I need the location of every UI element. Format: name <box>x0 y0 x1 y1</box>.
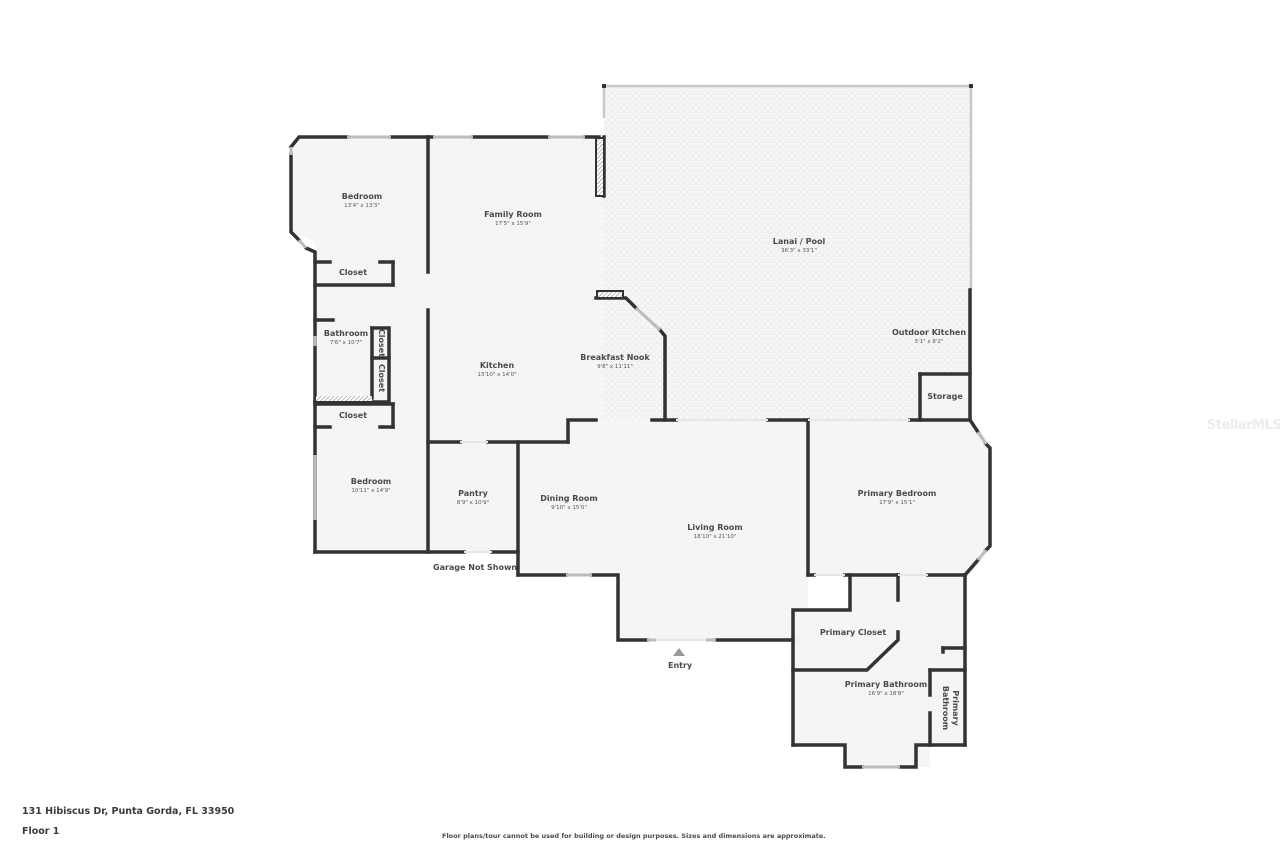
room-name: Storage <box>927 392 963 401</box>
room-name: Closet <box>377 363 386 393</box>
watermark-logo: StellarMLS <box>1207 418 1280 433</box>
room-primary-closet: Primary Closet <box>820 628 886 638</box>
room-dimensions: 7'6" x 10'7" <box>329 340 363 346</box>
room-dimensions: 13'10" x 14'0" <box>477 372 517 378</box>
room-name: Breakfast Nook <box>580 353 650 362</box>
room-name: Closet <box>338 268 368 277</box>
room-dimensions: 5'1" x 8'2" <box>914 339 944 345</box>
room-name: Closet <box>377 328 386 358</box>
garage-not-shown-note: Garage Not Shown <box>433 563 518 572</box>
room-living-room: Living Room 18'10" x 21'10" <box>687 523 743 541</box>
room-name: Primary Bathroom <box>941 685 960 731</box>
room-dimensions: 13'4" x 13'3" <box>344 203 380 209</box>
property-address: 131 Hibiscus Dr, Punta Gorda, FL 33950 <box>22 806 235 817</box>
entry-label: Entry <box>668 661 693 670</box>
room-dimensions: 9'8" x 11'11" <box>597 364 633 370</box>
windows <box>289 135 988 769</box>
room-name: Dining Room <box>540 494 598 503</box>
room-name: Kitchen <box>479 361 515 370</box>
room-closet-3: Closet <box>376 364 386 392</box>
room-dimensions: 16'9" x 18'8" <box>868 691 904 697</box>
room-dimensions: 18'10" x 21'10" <box>693 534 737 540</box>
room-closet-2: Closet <box>376 329 386 357</box>
floor-label: Floor 1 <box>22 826 60 837</box>
room-dining-room: Dining Room 9'10" x 15'0" <box>540 494 598 512</box>
room-dimensions: 9'10" x 15'0" <box>551 505 587 511</box>
room-name: Primary Bedroom <box>857 489 937 498</box>
room-bedroom-1: Bedroom 13'4" x 13'3" <box>342 192 383 210</box>
room-closet-4: Closet <box>339 411 367 421</box>
room-name: Closet <box>338 411 368 420</box>
room-name: Primary Bathroom <box>844 680 928 689</box>
room-bedroom-2: Bedroom 10'11" x 14'9" <box>351 477 392 495</box>
room-breakfast-nook: Breakfast Nook 9'8" x 11'11" <box>580 353 649 371</box>
entry-arrow-icon <box>673 648 685 656</box>
room-pantry: Pantry 8'9" x 10'9" <box>457 489 489 507</box>
room-family-room: Family Room 17'5" x 15'9" <box>484 210 542 228</box>
room-outdoor-kitchen: Outdoor Kitchen 5'1" x 8'2" <box>892 328 966 346</box>
room-primary-bathroom-wc: Primary Bathroom <box>940 684 960 732</box>
room-kitchen: Kitchen 13'10" x 14'0" <box>477 361 516 379</box>
disclaimer-text: Floor plans/tour cannot be used for buil… <box>442 832 826 840</box>
room-dimensions: 36'3" x 33'1" <box>781 248 817 254</box>
room-storage: Storage <box>927 392 963 402</box>
room-dimensions: 17'5" x 15'9" <box>495 221 531 227</box>
room-name: Lanai / Pool <box>772 237 826 246</box>
room-primary-bathroom: Primary Bathroom 16'9" x 18'8" <box>845 680 928 698</box>
room-dimensions: 8'9" x 10'9" <box>456 500 490 506</box>
room-name: Bedroom <box>341 192 383 201</box>
room-name: Living Room <box>687 523 743 532</box>
room-dimensions: 17'9" x 15'1" <box>879 500 915 506</box>
room-primary-bedroom: Primary Bedroom 17'9" x 15'1" <box>858 489 937 507</box>
room-lanai-pool: Lanai / Pool 36'3" x 33'1" <box>773 237 825 255</box>
walls <box>288 135 992 769</box>
room-name: Pantry <box>458 489 488 498</box>
room-name: Bedroom <box>350 477 392 486</box>
room-bathroom: Bathroom 7'6" x 10'7" <box>324 329 368 347</box>
room-closet-1: Closet <box>339 268 367 278</box>
room-name: Primary Closet <box>819 628 887 637</box>
room-name: Bathroom <box>323 329 369 338</box>
room-name: Family Room <box>484 210 542 219</box>
room-dimensions: 10'11" x 14'9" <box>351 488 391 494</box>
room-name: Outdoor Kitchen <box>891 328 967 337</box>
